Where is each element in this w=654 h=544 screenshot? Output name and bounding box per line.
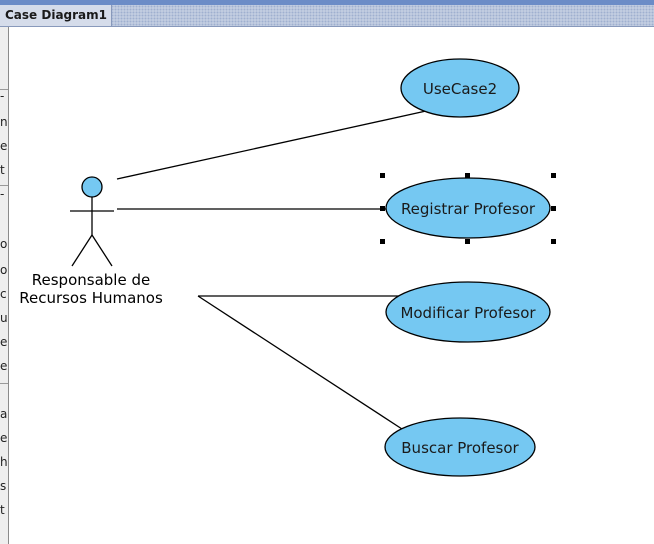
use-case-ellipse	[384, 417, 536, 477]
selection-handle-e[interactable]	[551, 206, 556, 211]
panel-fragment[interactable]: -	[0, 89, 5, 103]
use-case-buscar-profesor[interactable]: Buscar Profesor	[384, 417, 536, 477]
panel-separator	[0, 383, 8, 384]
selection-handle-sw[interactable]	[380, 239, 385, 244]
use-case-label: Buscar Profesor	[401, 439, 519, 457]
panel-fragment[interactable]: o	[0, 237, 8, 251]
use-case-label: UseCase2	[423, 80, 497, 98]
panel-fragment[interactable]: e	[0, 139, 8, 153]
use-case-modificar-profesor[interactable]: Modificar Profesor	[385, 281, 551, 343]
panel-separator	[0, 185, 8, 186]
panel-fragment[interactable]: t	[0, 163, 5, 177]
diagram-canvas[interactable]: Responsable de Recursos Humanos UseCase2…	[10, 27, 654, 544]
actor-name-line1: Responsable de	[32, 271, 150, 289]
selection-handle-nw[interactable]	[380, 173, 385, 178]
selection-handle-n[interactable]	[465, 173, 470, 178]
panel-fragment[interactable]: e	[0, 431, 8, 445]
panel-separator	[0, 89, 8, 90]
actor-responsable-rrhh[interactable]: Responsable de Recursos Humanos	[19, 176, 163, 307]
association-buscar-profesor[interactable]	[197, 295, 403, 430]
actor-left-leg	[71, 234, 93, 267]
panel-fragment[interactable]: c	[0, 287, 7, 301]
actor-name-line2: Recursos Humanos	[19, 289, 163, 307]
panel-fragment[interactable]: nt	[0, 115, 8, 129]
panel-fragment[interactable]: t	[0, 503, 5, 517]
use-case-ellipse	[385, 281, 551, 343]
use-case-diagram: Responsable de Recursos Humanos UseCase2…	[19, 58, 556, 477]
selection-handle-se[interactable]	[551, 239, 556, 244]
window-top-strip	[0, 0, 654, 5]
diagram-tab-bar: Case Diagram1	[0, 5, 654, 27]
association-usecase2[interactable]	[116, 110, 427, 180]
left-side-panel: - nt e t - o o c u e e a e h s t	[0, 27, 9, 544]
selection-handle-s[interactable]	[465, 239, 470, 244]
use-case-label: Registrar Profesor	[401, 200, 536, 218]
use-case-usecase2[interactable]: UseCase2	[400, 58, 520, 118]
panel-fragment[interactable]: a	[0, 407, 8, 421]
panel-fragment[interactable]: o	[0, 263, 8, 277]
panel-fragment[interactable]: e	[0, 335, 8, 349]
panel-fragment[interactable]: e	[0, 359, 8, 373]
actor-head	[81, 176, 103, 198]
actor-right-leg	[91, 234, 113, 267]
use-case-ellipse	[400, 58, 520, 118]
selection-handle-w[interactable]	[380, 206, 385, 211]
tab-case-diagram1[interactable]: Case Diagram1	[0, 5, 112, 26]
panel-fragment[interactable]: u	[0, 311, 8, 325]
panel-fragment[interactable]: s	[0, 479, 7, 493]
panel-fragment[interactable]: -	[0, 187, 5, 201]
panel-fragment[interactable]: h	[0, 455, 8, 469]
use-case-registrar-profesor[interactable]: Registrar Profesor	[380, 173, 556, 244]
selection-handle-ne[interactable]	[551, 173, 556, 178]
use-case-label: Modificar Profesor	[400, 304, 536, 322]
